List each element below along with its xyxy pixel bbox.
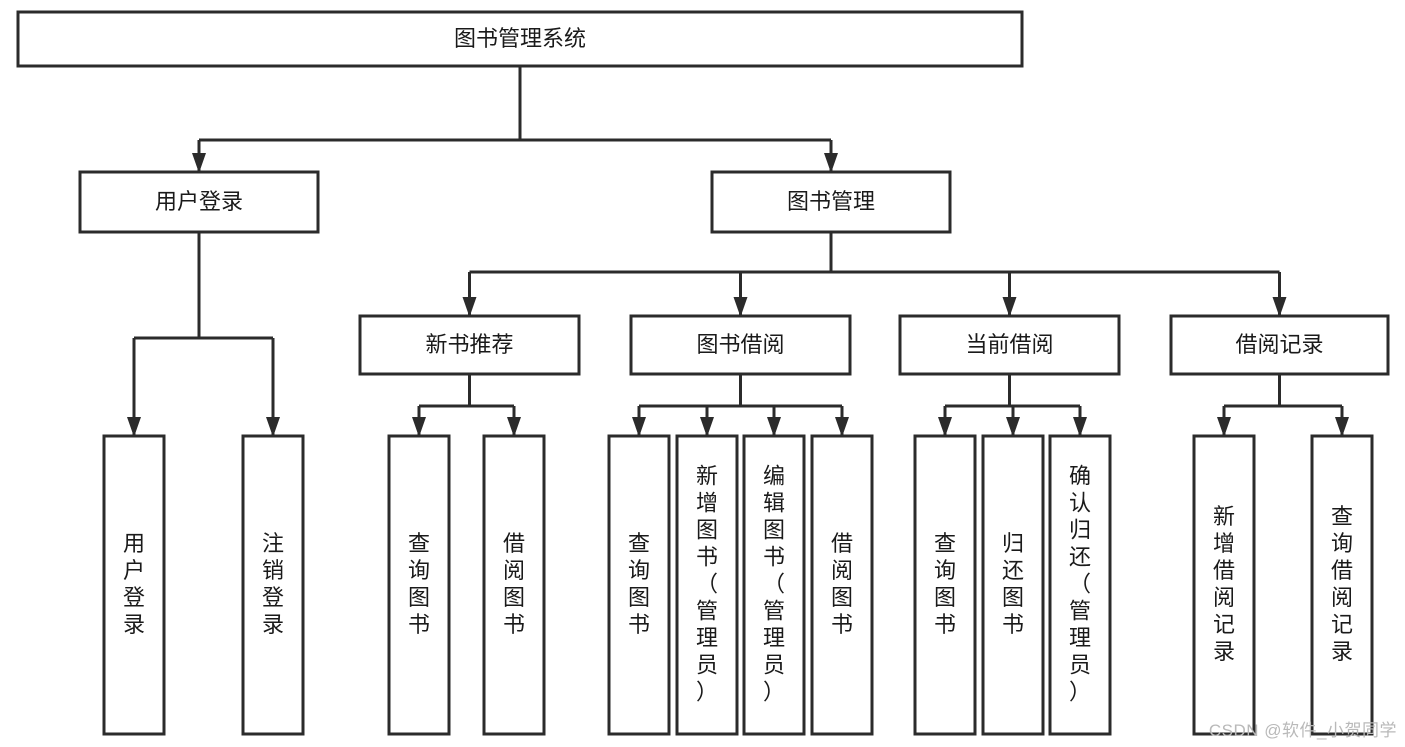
node-图书管理系统-root-label: 图书管理系统 bbox=[454, 26, 586, 51]
leaf-图书借阅-新增图书管理员-1-label: 新增图书（管理员） bbox=[696, 464, 718, 705]
node-借阅记录-l3[interactable]: 借阅记录 bbox=[1169, 314, 1390, 376]
leaf-借阅记录-查询借阅记录-1-label: 查询借阅记录 bbox=[1331, 504, 1353, 664]
leaf-借阅记录-新增借阅记录-0[interactable]: 新增借阅记录 bbox=[1192, 434, 1256, 736]
leaf-当前借阅-查询图书-0[interactable]: 查询图书 bbox=[913, 434, 977, 736]
node-借阅记录-l3-label: 借阅记录 bbox=[1235, 332, 1323, 357]
leaf-新书推荐-借阅图书-1[interactable]: 借阅图书 bbox=[482, 434, 546, 736]
conn-新书推荐-arrow-0 bbox=[412, 417, 426, 437]
node-用户登录-l2[interactable]: 用户登录 bbox=[78, 170, 320, 234]
leaf-新书推荐-借阅图书-1-label: 借阅图书 bbox=[503, 531, 525, 637]
conn-用户登录-arrow-1 bbox=[266, 417, 280, 437]
node-当前借阅-l3-label: 当前借阅 bbox=[965, 332, 1053, 357]
conn-root-arrow-0 bbox=[192, 153, 206, 173]
node-新书推荐-l3-box[interactable] bbox=[358, 314, 581, 376]
leaf-当前借阅-查询图书-0-box[interactable] bbox=[913, 434, 977, 736]
conn-图书管理-arrow-2 bbox=[1002, 297, 1017, 317]
node-当前借阅-l3[interactable]: 当前借阅 bbox=[898, 314, 1121, 376]
conn-图书管理-arrow-0 bbox=[462, 297, 477, 317]
leaf-当前借阅-确认归还管理员-2-label: 确认归还（管理员） bbox=[1069, 464, 1091, 705]
node-新书推荐-l3-label: 新书推荐 bbox=[425, 332, 513, 357]
conn-当前借阅-arrow-2 bbox=[1073, 417, 1087, 437]
connectors-layer bbox=[127, 66, 1349, 437]
leaf-图书借阅-新增图书管理员-1-box[interactable] bbox=[675, 434, 739, 736]
leaf-当前借阅-归还图书-1-label: 归还图书 bbox=[1002, 531, 1024, 637]
conn-新书推荐-arrow-1 bbox=[507, 417, 521, 437]
leaf-图书借阅-借阅图书-3[interactable]: 借阅图书 bbox=[810, 434, 874, 736]
node-图书借阅-l3-label: 图书借阅 bbox=[696, 332, 784, 357]
nodes-layer: 图书管理系统用户登录图书管理用户登录注销登录新书推荐查询图书借阅图书图书借阅查询… bbox=[16, 10, 1390, 736]
node-当前借阅-l3-box[interactable] bbox=[898, 314, 1121, 376]
leaf-注销登录[interactable]: 注销登录 bbox=[241, 434, 305, 736]
leaf-图书借阅-借阅图书-3-label: 借阅图书 bbox=[831, 531, 853, 637]
conn-图书管理-arrow-1 bbox=[733, 297, 748, 317]
leaf-用户登录-box[interactable] bbox=[102, 434, 166, 736]
leaf-新书推荐-查询图书-0-label: 查询图书 bbox=[408, 531, 430, 637]
conn-图书借阅-arrow-1 bbox=[700, 417, 714, 437]
leaf-当前借阅-归还图书-1-box[interactable] bbox=[981, 434, 1045, 736]
node-图书管理-l2-label: 图书管理 bbox=[787, 189, 875, 214]
leaf-借阅记录-查询借阅记录-1[interactable]: 查询借阅记录 bbox=[1310, 434, 1374, 736]
leaf-借阅记录-新增借阅记录-0-box[interactable] bbox=[1192, 434, 1256, 736]
conn-图书借阅-arrow-0 bbox=[632, 417, 646, 437]
conn-当前借阅-arrow-0 bbox=[938, 417, 952, 437]
leaf-当前借阅-确认归还管理员-2[interactable]: 确认归还（管理员） bbox=[1048, 434, 1112, 736]
leaf-当前借阅-归还图书-1[interactable]: 归还图书 bbox=[981, 434, 1045, 736]
leaf-新书推荐-借阅图书-1-box[interactable] bbox=[482, 434, 546, 736]
node-图书管理系统-root[interactable]: 图书管理系统 bbox=[16, 10, 1024, 68]
leaf-图书借阅-编辑图书管理员-2-label: 编辑图书（管理员） bbox=[763, 464, 785, 705]
conn-图书借阅-arrow-3 bbox=[835, 417, 849, 437]
conn-借阅记录-arrow-1 bbox=[1335, 417, 1349, 437]
conn-用户登录-arrow-0 bbox=[127, 417, 141, 437]
leaf-借阅记录-新增借阅记录-0-label: 新增借阅记录 bbox=[1213, 504, 1235, 664]
leaf-图书借阅-查询图书-0-label: 查询图书 bbox=[628, 531, 650, 637]
leaf-图书借阅-借阅图书-3-box[interactable] bbox=[810, 434, 874, 736]
leaf-当前借阅-查询图书-0-label: 查询图书 bbox=[934, 531, 956, 637]
node-图书管理-l2[interactable]: 图书管理 bbox=[710, 170, 952, 234]
leaf-新书推荐-查询图书-0-box[interactable] bbox=[387, 434, 451, 736]
conn-图书借阅-arrow-2 bbox=[767, 417, 781, 437]
conn-root-arrow-1 bbox=[824, 153, 838, 173]
leaf-用户登录-label: 用户登录 bbox=[123, 531, 145, 637]
csdn-watermark: CSDN @软件_小贺同学 bbox=[1208, 721, 1397, 740]
node-用户登录-l2-label: 用户登录 bbox=[155, 189, 243, 214]
leaf-用户登录[interactable]: 用户登录 bbox=[102, 434, 166, 736]
leaf-图书借阅-新增图书管理员-1[interactable]: 新增图书（管理员） bbox=[675, 434, 739, 736]
conn-当前借阅-arrow-1 bbox=[1006, 417, 1020, 437]
conn-借阅记录-arrow-0 bbox=[1217, 417, 1231, 437]
leaf-图书借阅-查询图书-0[interactable]: 查询图书 bbox=[607, 434, 671, 736]
leaf-图书借阅-编辑图书管理员-2[interactable]: 编辑图书（管理员） bbox=[742, 434, 806, 736]
node-新书推荐-l3[interactable]: 新书推荐 bbox=[358, 314, 581, 376]
leaf-注销登录-label: 注销登录 bbox=[262, 531, 284, 637]
node-用户登录-l2-box[interactable] bbox=[78, 170, 320, 234]
leaf-图书借阅-编辑图书管理员-2-box[interactable] bbox=[742, 434, 806, 736]
node-图书管理-l2-box[interactable] bbox=[710, 170, 952, 234]
leaf-注销登录-box[interactable] bbox=[241, 434, 305, 736]
leaf-新书推荐-查询图书-0[interactable]: 查询图书 bbox=[387, 434, 451, 736]
node-图书管理系统-root-box[interactable] bbox=[16, 10, 1024, 68]
leaf-借阅记录-查询借阅记录-1-box[interactable] bbox=[1310, 434, 1374, 736]
node-图书借阅-l3[interactable]: 图书借阅 bbox=[629, 314, 852, 376]
node-借阅记录-l3-box[interactable] bbox=[1169, 314, 1390, 376]
leaf-图书借阅-查询图书-0-box[interactable] bbox=[607, 434, 671, 736]
node-图书借阅-l3-box[interactable] bbox=[629, 314, 852, 376]
conn-图书管理-arrow-3 bbox=[1272, 297, 1287, 317]
leaf-当前借阅-确认归还管理员-2-box[interactable] bbox=[1048, 434, 1112, 736]
